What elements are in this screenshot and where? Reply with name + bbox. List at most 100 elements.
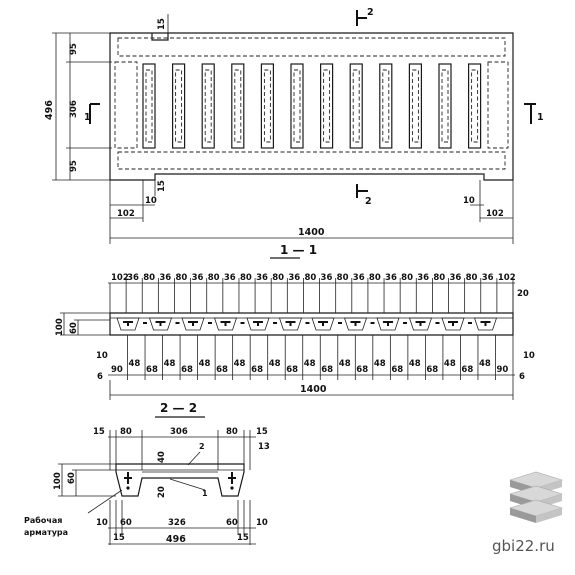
section-1-1-top-dim: 102 xyxy=(498,273,516,283)
plan-slot-inner xyxy=(471,69,479,143)
plan-end-right: 102 xyxy=(486,209,504,219)
section-1-1-top-dim: 80 xyxy=(143,273,155,283)
section-1-1-right-20: 20 xyxy=(517,289,529,299)
section-1-1-top-dim: 36 xyxy=(417,273,429,283)
section-1-1-rib xyxy=(148,317,173,331)
section-mark-bottom: 2 xyxy=(365,196,372,207)
section-1-1-top-dim: 102 xyxy=(111,273,129,283)
section-1-1-ribs xyxy=(116,317,498,331)
plan-slot xyxy=(320,63,334,149)
section-1-1-rebar xyxy=(220,321,231,326)
section-1-1-right-10: 10 xyxy=(523,351,535,361)
plan-gap-left: 10 xyxy=(145,196,157,206)
plan-slot xyxy=(438,63,452,149)
section-1-1-rib xyxy=(343,317,368,331)
section-2-2-dim-306: 306 xyxy=(170,427,188,437)
section-1-1-top-dim: 36 xyxy=(159,273,171,283)
section-1-1-top-dim: 80 xyxy=(272,273,284,283)
section-1-1-rebar xyxy=(188,321,198,326)
section-1-1-rib xyxy=(473,317,498,331)
plan-slot-inner xyxy=(441,69,449,143)
section-1-1-top-dim: 36 xyxy=(385,273,397,283)
section-1-1-bottom-dim: 48 xyxy=(339,359,351,369)
section-1-1-rebar xyxy=(318,321,328,326)
plan-slot-inner xyxy=(411,69,419,143)
section-2-2-bottom-15-left: 15 xyxy=(113,533,125,543)
section-1-1-bottom-dim: 68 xyxy=(181,365,193,375)
section-1-1-left-10: 10 xyxy=(96,351,108,361)
section-2-2-dim-20: 20 xyxy=(157,486,167,498)
section-1-1-rib xyxy=(181,317,205,331)
section-1-1-top-dim: 36 xyxy=(321,273,333,283)
section-2-2-height-60: 60 xyxy=(67,472,77,484)
section-1-1-rebar xyxy=(123,321,133,326)
section-1-1-top-dim: 36 xyxy=(192,273,204,283)
section-mark-top: 2 xyxy=(367,7,374,18)
section-1-1-rebar xyxy=(448,321,458,326)
section-1-1-title: 1 — 1 xyxy=(280,243,317,257)
section-1-1-top-dim: 80 xyxy=(433,273,445,283)
plan-notch-bottom: 15 xyxy=(157,180,167,192)
plan-slot-inner xyxy=(293,69,301,143)
section-2-2-dim-13: 13 xyxy=(258,442,270,452)
section-2-2-dim-80-right: 80 xyxy=(226,427,238,437)
section-1-1-rebar xyxy=(253,321,263,326)
section-1-1-total: 1400 xyxy=(300,384,327,395)
section-1-1-bottom-dim: 48 xyxy=(164,359,176,369)
section-1-1-top-dim: 36 xyxy=(256,273,268,283)
section-1-1-bottom-dim: 48 xyxy=(269,359,281,369)
section-1-1-bottom-dim: 90 xyxy=(496,365,508,375)
plan-slot xyxy=(231,63,245,149)
section-1-1-top-dim: 80 xyxy=(369,273,381,283)
section-1-1-top-dim: 36 xyxy=(482,273,494,283)
section-1-1-rib xyxy=(441,317,465,331)
plan-slot-inner xyxy=(263,69,271,143)
section-2-2-dim-80-left: 80 xyxy=(120,427,132,437)
section-1-1-bottom-dim: 48 xyxy=(444,359,456,369)
section-1-1-bottom-dim: 68 xyxy=(251,365,263,375)
plan-height-mid: 306 xyxy=(69,100,79,118)
section-2-2-dim-15-left: 15 xyxy=(93,427,105,437)
plan-slot xyxy=(408,63,422,149)
plan-height-total: 496 xyxy=(44,100,55,120)
plan-gap-right: 10 xyxy=(463,196,475,206)
section-1-1-rebar xyxy=(480,321,491,326)
plan-height-bot: 95 xyxy=(69,160,79,172)
plan-slot-inner xyxy=(234,69,242,143)
section-1-1-bottom-dim: 68 xyxy=(391,365,403,375)
plan-slot-inner xyxy=(145,69,153,143)
plan-slot-inner xyxy=(352,69,360,143)
section-1-1-rebar xyxy=(383,321,393,326)
rebar-label-line1: Рабочая xyxy=(24,515,62,525)
plan-width-total: 1400 xyxy=(298,227,325,238)
section-1-1-bottom-dim: 48 xyxy=(374,359,386,369)
section-1-1-rib xyxy=(278,317,303,331)
section-1-1-left-6: 6 xyxy=(97,372,103,382)
section-2-2-dim-15-right: 15 xyxy=(256,427,268,437)
section-mark-left: 1 xyxy=(84,112,91,123)
section-1-1-rib xyxy=(213,317,238,331)
plan-slot xyxy=(172,63,186,149)
section-2-2: 2 — 2 15 80 306 80 15 13 1 2 40 20 100 6… xyxy=(24,401,270,545)
section-1-1-right-6: 6 xyxy=(519,372,525,382)
section-1-1-rebar xyxy=(350,321,361,326)
section-1-1-bottom-dim: 48 xyxy=(409,359,421,369)
plan-view: 1 1 2 2 496 95 306 95 15 15 10 10 102 10… xyxy=(44,7,544,244)
section-1-1-rib xyxy=(246,317,270,331)
plan-slot xyxy=(201,63,215,149)
section-2-2-bottom-10-right: 10 xyxy=(256,518,268,528)
section-1-1-bottom-dim: 68 xyxy=(426,365,438,375)
plan-slot-inner xyxy=(382,69,390,143)
section-1-1-rebar xyxy=(285,321,296,326)
section-1-1-rebar xyxy=(155,321,166,326)
section-2-2-bottom-60-left: 60 xyxy=(120,518,132,528)
section-2-2-height-100: 100 xyxy=(53,472,63,490)
plan-slots xyxy=(142,63,482,149)
plan-slot-inner xyxy=(323,69,331,143)
section-1-1-top-dim: 36 xyxy=(288,273,300,283)
section-2-2-title: 2 — 2 xyxy=(160,401,197,415)
section-2-2-bottom-326: 326 xyxy=(168,518,186,528)
plan-slot xyxy=(142,63,156,149)
